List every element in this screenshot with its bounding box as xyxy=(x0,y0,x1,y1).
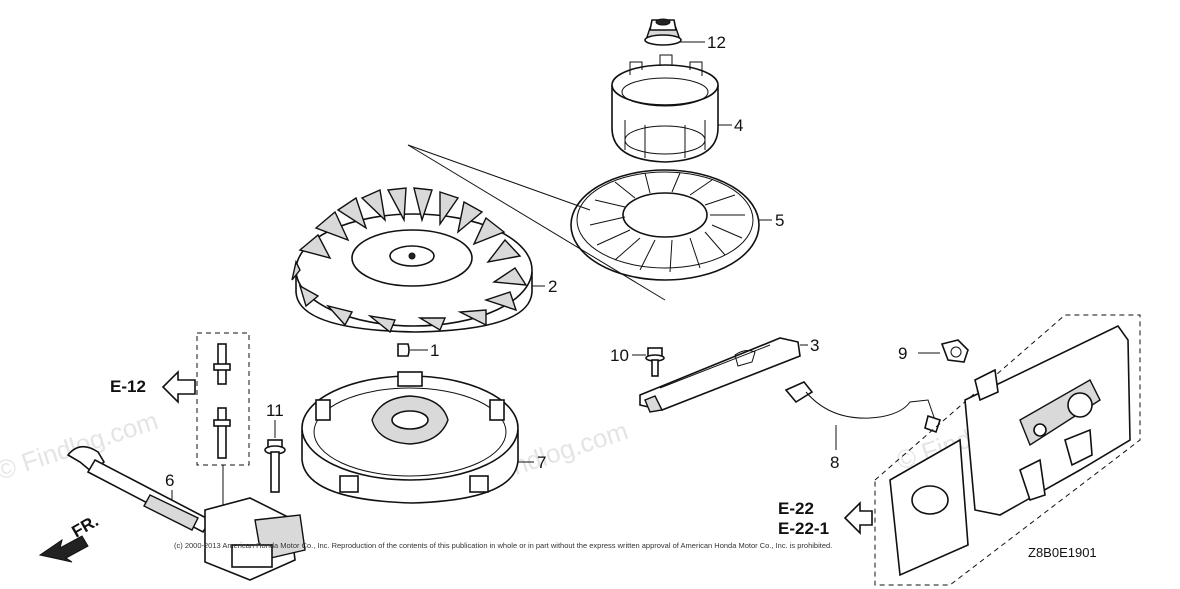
diagram-code: Z8B0E1901 xyxy=(1028,545,1097,560)
part-flange-bolt[interactable] xyxy=(264,439,286,493)
part-stop-wire[interactable] xyxy=(784,381,942,434)
control-group-box xyxy=(874,314,1141,586)
ref-e22-1[interactable]: E-22-1 xyxy=(778,519,829,538)
callout-7: 7 xyxy=(537,453,546,472)
part-starter-pulley[interactable] xyxy=(611,54,719,163)
ref-e12[interactable]: E-12 xyxy=(110,377,146,396)
callout-2: 2 xyxy=(548,277,557,296)
part-control-base[interactable] xyxy=(889,324,1131,577)
reference-arrow-icon xyxy=(161,370,196,404)
callout-6: 6 xyxy=(165,471,174,490)
ref-e22[interactable]: E-22 xyxy=(778,499,814,518)
front-arrow-icon xyxy=(38,535,89,563)
ignition-coil-icon[interactable] xyxy=(66,445,306,581)
part-woodruff-key[interactable] xyxy=(397,343,410,357)
callout-11: 11 xyxy=(266,401,284,420)
callout-5: 5 xyxy=(775,211,784,230)
part-nut[interactable] xyxy=(644,18,682,46)
flywheel-icon[interactable] xyxy=(291,187,533,334)
part-bracket-plate[interactable] xyxy=(639,337,801,413)
callout-8: 8 xyxy=(830,453,839,472)
part-wire-clip[interactable] xyxy=(940,339,969,363)
part-stud-bolts[interactable] xyxy=(213,343,231,459)
reference-arrow-icon xyxy=(843,501,873,535)
callout-10: 10 xyxy=(610,346,629,365)
part-charge-coil[interactable] xyxy=(301,371,519,504)
callout-4: 4 xyxy=(734,116,743,135)
callout-12: 12 xyxy=(707,33,726,52)
copyright-notice: (c) 2000-2013 American Honda Motor Co., … xyxy=(174,541,832,550)
part-screw[interactable] xyxy=(645,347,665,377)
part-cooling-fan[interactable] xyxy=(570,169,760,281)
callout-3: 3 xyxy=(810,336,819,355)
callout-9: 9 xyxy=(898,344,907,363)
callout-1: 1 xyxy=(430,341,439,360)
front-label: FR. xyxy=(69,511,102,541)
watermark: © Findlog.com xyxy=(0,405,162,485)
